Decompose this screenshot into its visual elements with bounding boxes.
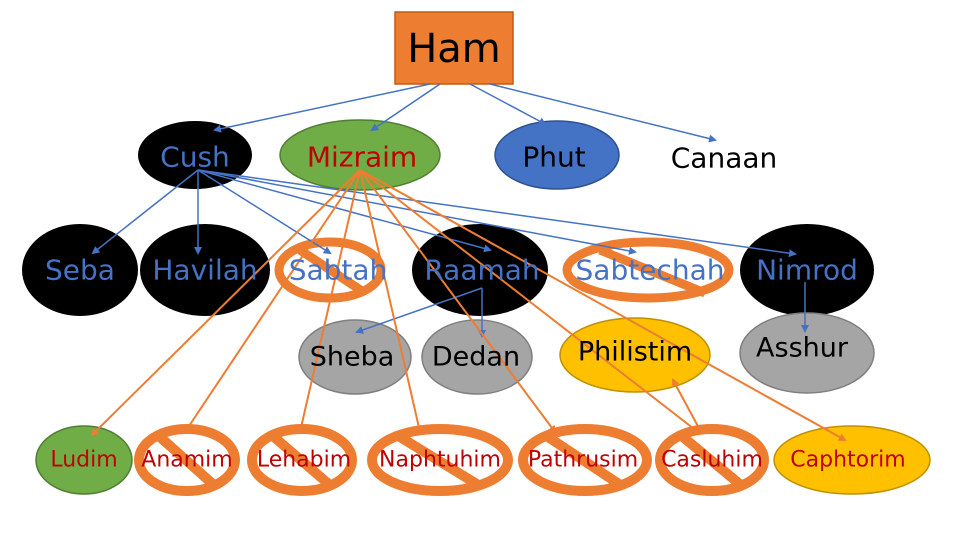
lehabim-label: Lehabim <box>257 448 351 473</box>
casluhim-label: Casluhim <box>661 448 763 473</box>
ludim-label: Ludim <box>50 448 117 473</box>
caphtorim-label: Caphtorim <box>790 448 905 473</box>
canaan-label: Canaan <box>671 142 778 175</box>
prohibited-sign-sabtechah <box>562 237 734 303</box>
arrow-casluhim-philistim <box>672 378 701 431</box>
raamah-label: Raamah <box>424 254 539 287</box>
arrow-ham-canaan <box>489 83 717 143</box>
arrow-cush-seba <box>91 169 199 255</box>
arrow-ham-cush <box>213 83 431 133</box>
nimrod-label: Nimrod <box>756 254 858 287</box>
cush-node <box>138 121 252 189</box>
asshur-node <box>739 312 875 394</box>
arrow-mizraim-ludim <box>90 169 361 437</box>
arrow-cush-raamah <box>197 169 492 253</box>
prohibited-sign-naphtuhim <box>367 424 513 496</box>
arrow-cush-sabtah <box>197 169 332 255</box>
arrow-raamah-sheba <box>355 287 483 334</box>
philistim-node <box>559 317 711 393</box>
ham-box <box>394 11 514 85</box>
havilah-label: Havilah <box>152 254 257 287</box>
arrow-mizraim-pathrusim <box>359 169 557 434</box>
anamim-label: Anamim <box>141 448 232 473</box>
arrow-mizraim-casluhim <box>359 169 700 434</box>
sabtechah-label: Sabtechah <box>576 254 725 287</box>
naphtuhim-label: Naphtuhim <box>379 448 501 473</box>
seba-node <box>22 224 138 316</box>
raamah-node <box>412 224 548 316</box>
arrow-mizraim-anamim <box>183 169 361 434</box>
ham-label: Ham <box>407 26 501 72</box>
mizraim-node <box>279 119 441 191</box>
philistim-label: Philistim <box>578 337 692 368</box>
cush-label: Cush <box>160 141 230 174</box>
sheba-label: Sheba <box>310 342 395 373</box>
arrow-mizraim-lehabim <box>297 169 361 434</box>
asshur-label: Asshur <box>756 333 849 364</box>
caphtorim-node <box>773 425 931 495</box>
sheba-node <box>298 319 412 395</box>
ludim-node <box>35 425 133 495</box>
arrow-ham-mizraim <box>370 83 441 132</box>
prohibited-sign-casluhim <box>655 424 769 496</box>
phut-label: Phut <box>522 141 585 174</box>
prohibited-sign-pathrusim <box>518 424 652 496</box>
arrow-cush-sabtechah <box>197 169 637 255</box>
arrow-cush-nimrod <box>197 169 797 258</box>
dedan-node <box>421 319 533 395</box>
arrow-ham-phut <box>469 83 547 125</box>
sabtah-label: Sabtah <box>289 254 388 287</box>
arrow-mizraim-naphtuhim <box>359 169 423 434</box>
seba-label: Seba <box>45 254 115 287</box>
pathrusim-label: Pathrusim <box>528 448 638 473</box>
dedan-label: Dedan <box>432 342 520 373</box>
havilah-node <box>140 224 270 316</box>
nimrod-node <box>740 224 874 316</box>
mizraim-label: Mizraim <box>307 141 417 174</box>
arrow-mizraim-caphtorim <box>359 169 847 441</box>
phut-node <box>494 120 620 190</box>
